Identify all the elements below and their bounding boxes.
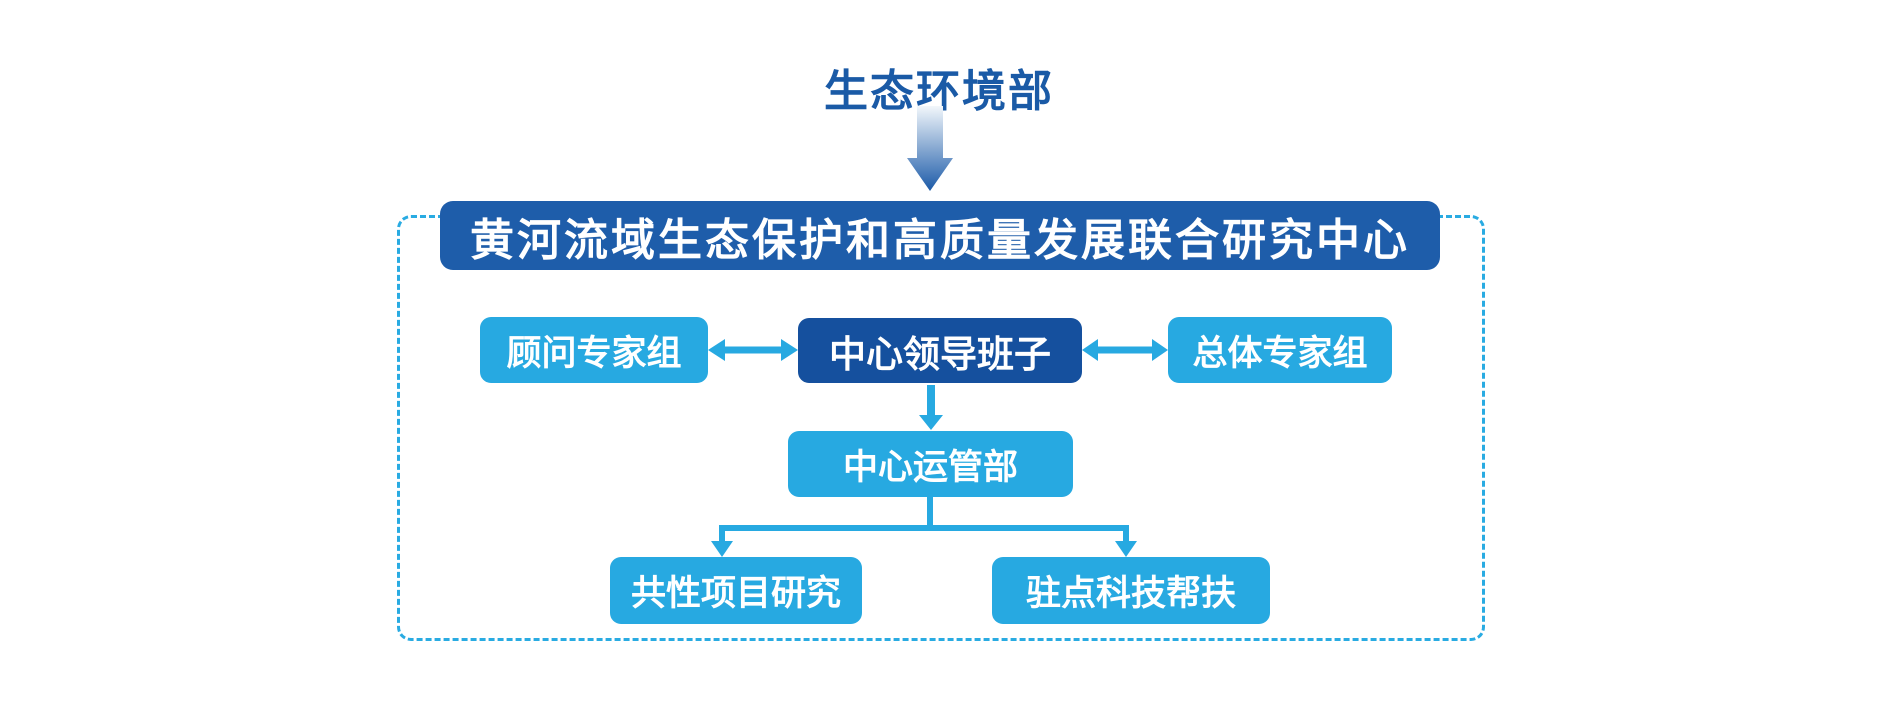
overall-expert-box: 总体专家组 — [1168, 317, 1392, 383]
assistance-box: 驻点科技帮扶 — [992, 557, 1270, 624]
double-arrow-right-icon — [1082, 336, 1168, 364]
leadership-box: 中心领导班子 — [798, 318, 1082, 383]
double-arrow-left-icon — [708, 336, 798, 364]
advisory-expert-box: 顾问专家组 — [480, 317, 708, 383]
center-title-box: 黄河流域生态保护和高质量发展联合研究中心 — [440, 201, 1440, 270]
dashed-boundary — [397, 215, 1485, 641]
gradient-down-arrow-icon — [900, 106, 960, 192]
research-box: 共性项目研究 — [610, 557, 862, 624]
branch-connector — [700, 497, 1150, 558]
down-arrow-icon — [915, 385, 947, 430]
operations-box: 中心运管部 — [788, 431, 1073, 497]
